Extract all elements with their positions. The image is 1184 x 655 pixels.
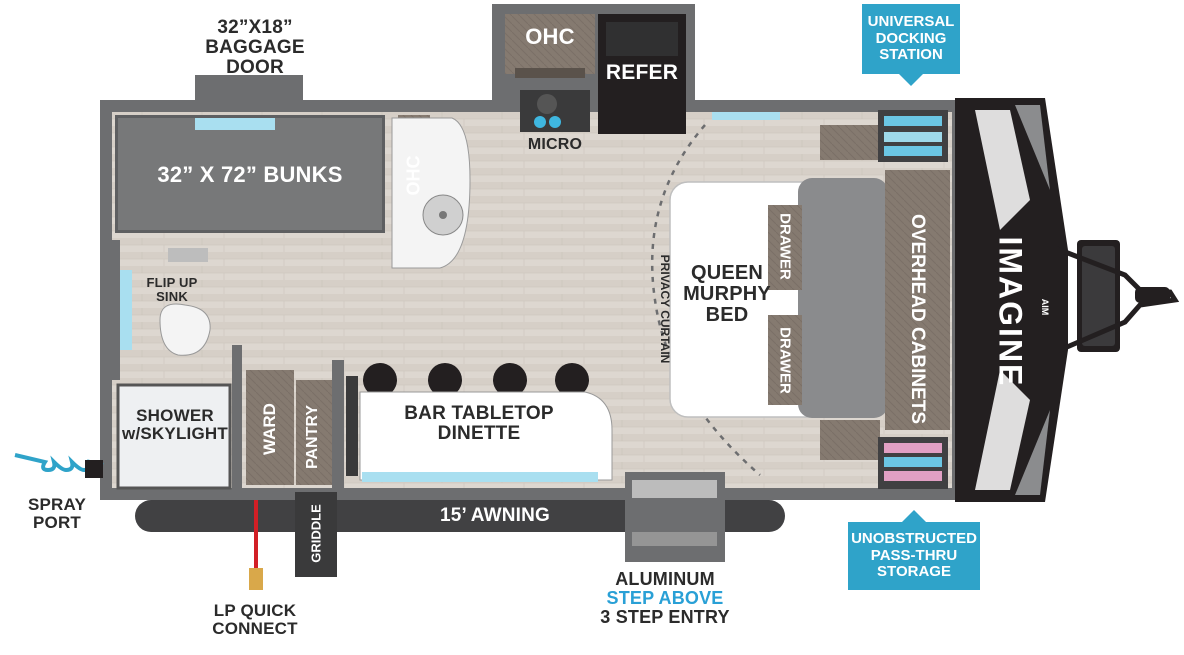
baggage-door-size: 32”X18” xyxy=(217,17,293,38)
privacy-curtain-label: PRIVACY CURTAIN xyxy=(658,254,672,364)
bunks-label: 32” X 72” BUNKS xyxy=(157,162,343,187)
micro-label: MICRO xyxy=(527,136,583,153)
pantry xyxy=(296,380,332,485)
privacy-curtain xyxy=(650,124,761,476)
brand-logo: IMAGINE xyxy=(992,236,1029,388)
pass-thru-storage-pointer xyxy=(902,510,926,522)
pantry-label: PANTRY xyxy=(304,405,321,469)
brand-sub-logo: AIM xyxy=(1040,298,1050,316)
baggage-door-text: BAGGAGE DOOR xyxy=(205,36,305,78)
stool xyxy=(363,363,397,397)
toilet xyxy=(159,303,211,356)
overhead-cabinets xyxy=(885,170,950,430)
refer-label: REFER xyxy=(605,61,679,84)
shower xyxy=(116,383,232,490)
entry-step-label: ALUMINUM STEP ABOVE 3 STEP ENTRY xyxy=(600,569,730,627)
drawer-top-label: DRAWER xyxy=(776,213,794,280)
awning-label: 15’ AWNING xyxy=(439,505,551,526)
bath-wall xyxy=(112,240,120,380)
shower-label: SHOWER w/SKYLIGHT xyxy=(122,406,228,443)
lp-quick-connect-label: LP QUICK CONNECT xyxy=(212,601,298,638)
stool xyxy=(555,363,589,397)
griddle xyxy=(295,492,337,577)
front-cap xyxy=(955,98,1068,502)
wardrobe xyxy=(246,370,294,485)
stool xyxy=(428,363,462,397)
baggage-door-label: 32”X18” BAGGAGE DOOR xyxy=(180,18,330,78)
spray-hose xyxy=(14,453,104,473)
dinette-label: BAR TABLETOP DINETTE xyxy=(404,403,554,444)
stool xyxy=(493,363,527,397)
top-ohc-label: OHC xyxy=(525,24,575,49)
side-ohc-label: OHC xyxy=(403,155,424,196)
spray-port-label: SPRAY PORT xyxy=(27,495,86,532)
flip-up-sink-label: FLIP UP SINK xyxy=(146,275,198,304)
dinette-table xyxy=(359,391,613,481)
docking-station-callout: UNIVERSAL DOCKING STATION xyxy=(862,4,960,74)
drawer-bottom-label: DRAWER xyxy=(776,327,794,394)
top-ohc xyxy=(505,14,595,74)
pass-thru-storage-callout: UNOBSTRUCTED PASS-THRU STORAGE xyxy=(848,522,980,590)
murphy-bed-label: QUEEN MURPHY BED xyxy=(683,262,771,326)
griddle-label: GRIDDLE xyxy=(308,504,324,563)
ward-label: WARD xyxy=(260,403,279,455)
docking-station-pointer xyxy=(899,74,923,86)
overhead-cabinets-label: OVERHEAD CABINETS xyxy=(907,214,928,425)
baggage-door xyxy=(195,75,303,100)
